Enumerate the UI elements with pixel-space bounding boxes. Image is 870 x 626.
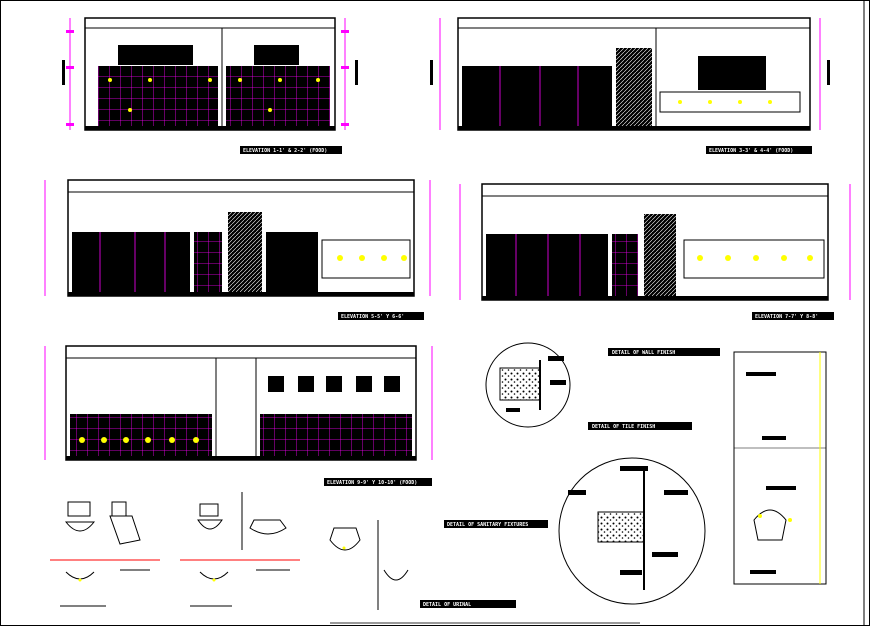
title-block-elev-3: ELEVATION 5-5' Y 6-6' — [338, 312, 424, 320]
elevation-5 — [44, 345, 433, 461]
title-text: ELEVATION 5-5' Y 6-6' — [341, 314, 404, 320]
title-text: ELEVATION 3-3' & 4-4' (FOOD) — [709, 148, 793, 154]
title-text: ELEVATION 9-9' Y 10-10' (FOOD) — [327, 480, 417, 486]
elevation-2 — [430, 17, 830, 131]
tile-detail-circle — [558, 457, 706, 605]
title-text: DETAIL OF SANITARY FIXTURES — [447, 522, 528, 528]
urinal-section — [733, 351, 827, 585]
elevation-1 — [62, 17, 358, 131]
elevation-4 — [459, 183, 851, 301]
title-text: DETAIL OF URINAL — [423, 602, 471, 608]
title-block-elev-1: ELEVATION 1-1' & 2-2' (FOOD) — [240, 146, 342, 154]
title-block-detail-tile: DETAIL OF TILE FINISH — [588, 422, 692, 430]
fixture-details — [50, 492, 409, 610]
title-text: ELEVATION 7-7' Y 8-8' — [755, 314, 818, 320]
title-block-elev-4: ELEVATION 7-7' Y 8-8' — [752, 312, 834, 320]
title-block-elev-5: ELEVATION 9-9' Y 10-10' (FOOD) — [324, 478, 432, 486]
title-text: DETAIL OF WALL FINISH — [612, 350, 675, 356]
title-block-elev-2: ELEVATION 3-3' & 4-4' (FOOD) — [706, 146, 812, 154]
title-block-detail-urinal: DETAIL OF URINAL — [420, 600, 516, 608]
title-block-detail-fixtures: DETAIL OF SANITARY FIXTURES — [444, 520, 548, 528]
title-text: DETAIL OF TILE FINISH — [592, 424, 655, 430]
title-block-detail-wall: DETAIL OF WALL FINISH — [608, 348, 720, 356]
wall-detail-circle — [485, 342, 571, 428]
title-text: ELEVATION 1-1' & 2-2' (FOOD) — [243, 148, 327, 154]
elevation-3 — [44, 179, 431, 297]
